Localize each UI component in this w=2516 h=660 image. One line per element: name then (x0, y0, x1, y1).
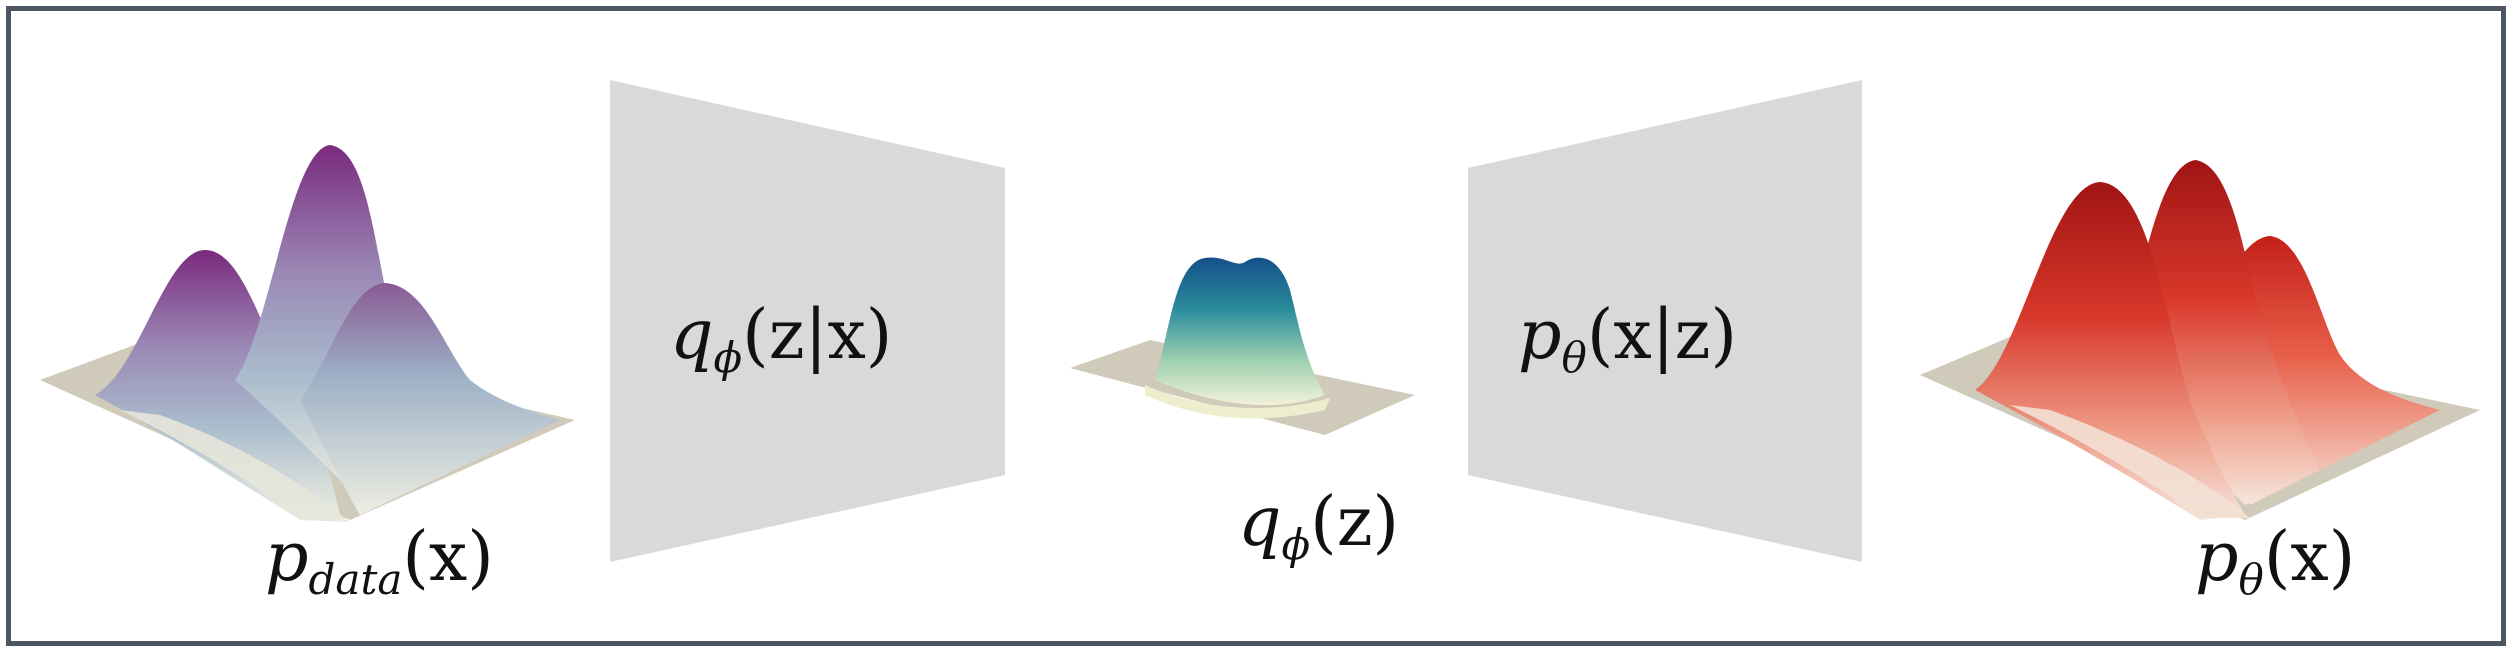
data-distribution-surface (40, 145, 575, 522)
data-peak-left (95, 250, 340, 520)
model-front-skirt (2010, 405, 2250, 518)
model-peak-left (1975, 182, 2245, 520)
decoder-panel (1468, 80, 1862, 562)
model-distribution-surface (1920, 160, 2480, 520)
data-distribution-label: pdata(x) (265, 518, 494, 604)
encoder-panel (610, 80, 1005, 562)
data-front-skirt (120, 410, 350, 522)
latent-distribution-surface (1070, 257, 1415, 435)
encoder-label: qϕ(z|x) (670, 296, 892, 382)
latent-peak (1155, 257, 1325, 406)
data-peak-right (300, 283, 560, 515)
latent-label: qϕ(z) (1238, 483, 1399, 569)
latent-front-skirt (1145, 385, 1330, 419)
decoder-label: pθ(x|z) (1518, 296, 1737, 382)
model-distribution-label: pθ(x) (2195, 518, 2355, 604)
